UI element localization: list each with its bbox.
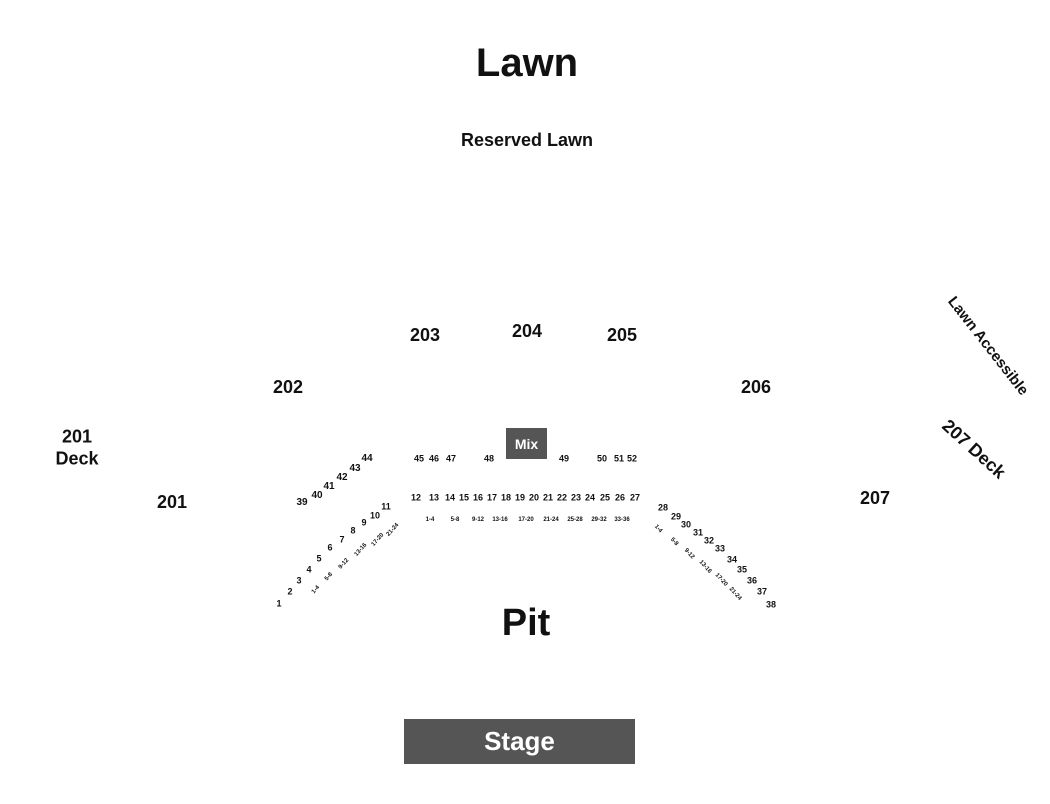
seat-range-label[interactable]: 1-4: [652, 523, 664, 535]
row-label[interactable]: 50: [596, 453, 608, 464]
row-label[interactable]: 47: [445, 453, 457, 464]
seat-range-label[interactable]: 1-4: [425, 517, 435, 523]
row-label[interactable]: 29: [670, 511, 682, 522]
row-label[interactable]: 27: [629, 492, 641, 503]
row-label[interactable]: 48: [483, 453, 495, 464]
section-204[interactable]: 204: [511, 321, 543, 341]
row-label[interactable]: 17: [486, 492, 498, 503]
row-label[interactable]: 18: [500, 492, 512, 503]
row-label[interactable]: 26: [614, 492, 626, 503]
seat-range-label[interactable]: 29-32: [591, 517, 607, 523]
row-label[interactable]: 42: [336, 472, 348, 483]
row-label[interactable]: 35: [736, 564, 748, 575]
row-label[interactable]: 5: [316, 553, 322, 564]
row-label[interactable]: 8: [350, 525, 356, 536]
row-label[interactable]: 33: [714, 543, 726, 554]
row-label[interactable]: 3: [296, 575, 302, 586]
pit-label[interactable]: Pit: [501, 602, 551, 644]
lawn-accessible-label[interactable]: Lawn Accessible: [944, 293, 1032, 399]
row-label[interactable]: 52: [626, 453, 638, 464]
row-label[interactable]: 10: [369, 510, 381, 521]
row-label[interactable]: 1: [276, 598, 282, 609]
row-label[interactable]: 14: [444, 492, 456, 503]
seat-range-label[interactable]: 21-24: [727, 586, 743, 602]
seat-range-label[interactable]: 25-28: [567, 517, 583, 523]
section-201[interactable]: 201: [156, 492, 188, 512]
row-label[interactable]: 12: [410, 492, 422, 503]
row-label[interactable]: 24: [584, 492, 596, 503]
row-label[interactable]: 19: [514, 492, 526, 503]
seat-range-label[interactable]: 9-12: [337, 557, 351, 571]
seat-range-label[interactable]: 9-12: [471, 517, 485, 523]
row-label[interactable]: 13: [428, 492, 440, 503]
row-label[interactable]: 34: [726, 554, 738, 565]
seat-range-label[interactable]: 9-12: [682, 547, 696, 561]
stage: Stage: [404, 719, 635, 764]
seat-range-label[interactable]: 21-24: [543, 517, 559, 523]
section-205[interactable]: 205: [606, 325, 638, 345]
seat-range-label[interactable]: 5-8: [323, 571, 335, 583]
row-label[interactable]: 15: [458, 492, 470, 503]
row-label[interactable]: 4: [306, 564, 312, 575]
seat-range-label[interactable]: 13-16: [492, 517, 508, 523]
reserved-lawn-label[interactable]: Reserved Lawn: [460, 130, 594, 150]
row-label[interactable]: 41: [323, 481, 335, 492]
row-label[interactable]: 51: [613, 453, 625, 464]
row-label[interactable]: 25: [599, 492, 611, 503]
section-207[interactable]: 207: [859, 488, 891, 508]
lawn-title: Lawn: [475, 41, 579, 85]
row-label[interactable]: 38: [765, 599, 777, 610]
seat-range-label[interactable]: 5-8: [668, 536, 680, 548]
seat-range-label[interactable]: 33-36: [614, 517, 630, 523]
section-203[interactable]: 203: [409, 325, 441, 345]
seat-range-label[interactable]: 17-20: [518, 517, 534, 523]
row-label[interactable]: 6: [327, 542, 333, 553]
section-207-deck[interactable]: 207 Deck: [938, 415, 1010, 483]
row-label[interactable]: 32: [703, 535, 715, 546]
section-202[interactable]: 202: [272, 377, 304, 397]
row-label[interactable]: 11: [381, 501, 391, 512]
section-201-deck[interactable]: 201 Deck: [55, 426, 99, 468]
row-label[interactable]: 43: [349, 463, 361, 474]
row-label[interactable]: 28: [657, 502, 669, 513]
row-label[interactable]: 36: [746, 575, 758, 586]
seat-range-label[interactable]: 21-24: [385, 522, 401, 538]
row-label[interactable]: 40: [311, 490, 323, 501]
seat-range-label[interactable]: 17-20: [713, 572, 729, 588]
seat-range-label[interactable]: 5-8: [450, 517, 460, 523]
seat-range-label[interactable]: 13-16: [353, 542, 369, 558]
row-label[interactable]: 49: [558, 453, 570, 464]
row-label[interactable]: 21: [542, 492, 554, 503]
seat-range-label[interactable]: 13-16: [697, 559, 713, 575]
row-label[interactable]: 37: [756, 586, 768, 597]
row-label[interactable]: 9: [361, 517, 367, 528]
row-label[interactable]: 2: [287, 586, 293, 597]
row-label[interactable]: 7: [339, 534, 345, 545]
seat-range-label[interactable]: 17-20: [370, 532, 386, 548]
row-label[interactable]: 46: [428, 453, 440, 464]
row-label[interactable]: 20: [528, 492, 540, 503]
row-label[interactable]: 16: [472, 492, 484, 503]
row-label[interactable]: 30: [680, 519, 692, 530]
section-206[interactable]: 206: [740, 377, 772, 397]
row-label[interactable]: 39: [296, 497, 308, 508]
row-label[interactable]: 23: [570, 492, 582, 503]
mix-position: Mix: [506, 428, 547, 459]
seat-range-label[interactable]: 1-4: [310, 584, 322, 596]
row-label[interactable]: 22: [556, 492, 568, 503]
row-label[interactable]: 45: [413, 453, 425, 464]
row-label[interactable]: 31: [692, 527, 704, 538]
row-label[interactable]: 44: [361, 453, 373, 464]
